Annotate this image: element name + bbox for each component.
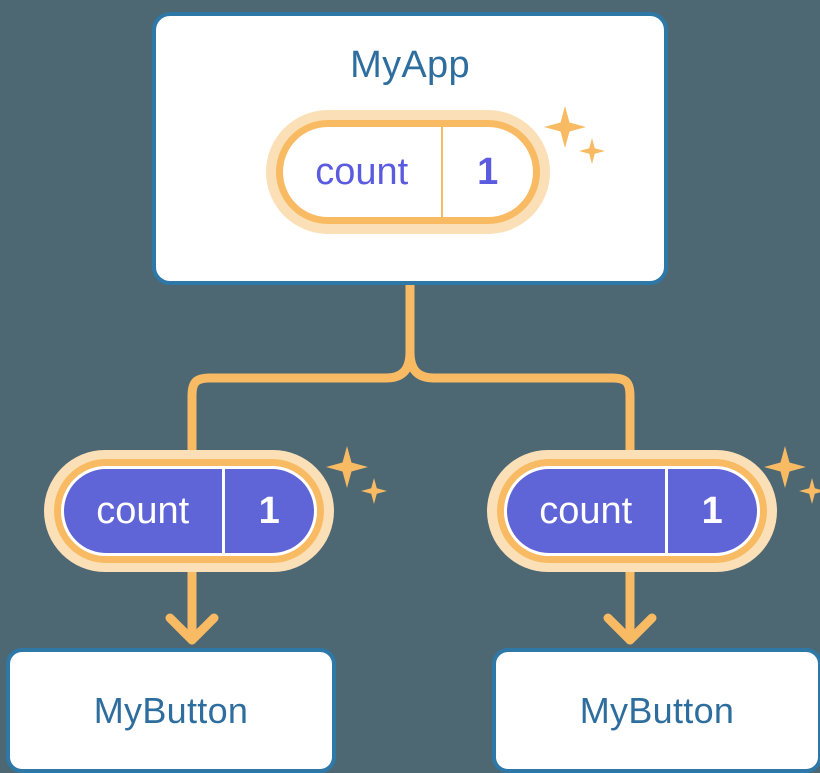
state-value-label: 1: [258, 490, 280, 532]
component-card-mybutton-0[interactable]: MyButton: [6, 648, 336, 773]
page-title: MyApp: [350, 44, 470, 86]
state-value-label: 1: [477, 151, 499, 193]
state-key-label: count: [96, 490, 190, 532]
state-pill-body[interactable]: count 1: [54, 459, 324, 563]
arrow-down-icon-left: [165, 613, 219, 645]
state-pill-body[interactable]: count 1: [276, 120, 540, 224]
sparkle-small-icon: [799, 478, 820, 504]
sparkle-icon: [326, 446, 368, 488]
state-value-label: 1: [701, 490, 723, 532]
arrow-down-icon-right: [603, 613, 657, 645]
state-pill-body[interactable]: count 1: [497, 459, 767, 563]
state-key-label: count: [539, 490, 633, 532]
component-card-label: MyButton: [579, 689, 735, 731]
state-key-label: count: [315, 151, 409, 193]
component-card-label: MyButton: [93, 689, 249, 731]
sparkle-icon: [764, 446, 806, 488]
state-divider: [664, 469, 668, 553]
component-card-mybutton-1[interactable]: MyButton: [492, 648, 820, 773]
sparkle-small-icon: [361, 478, 387, 504]
wire-branch-left: [187, 347, 415, 457]
state-divider: [440, 127, 443, 217]
state-divider: [221, 469, 225, 553]
wire-branch-right: [405, 347, 635, 457]
